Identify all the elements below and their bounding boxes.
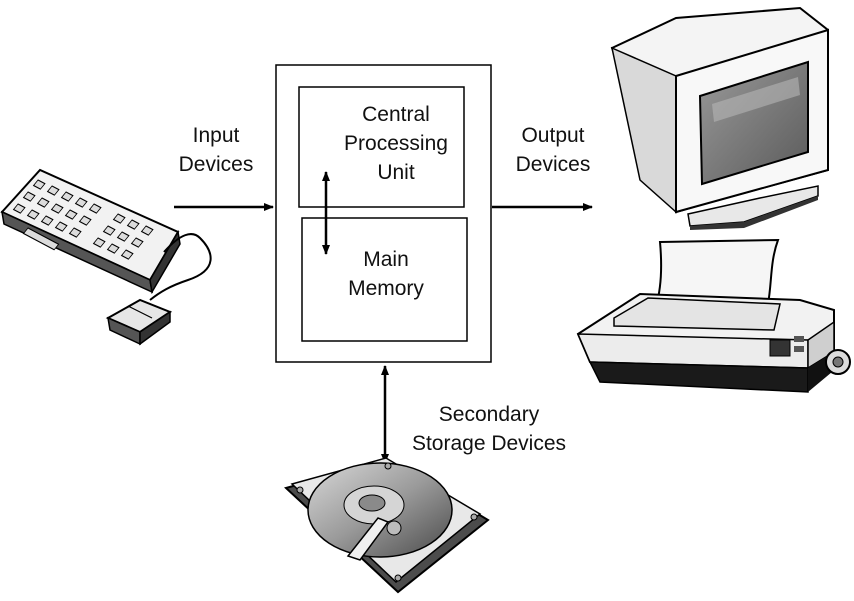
secondary-label-line-2: Storage Devices bbox=[411, 432, 567, 455]
keyboard-icon bbox=[0, 168, 212, 301]
main-memory-label: Main Memory bbox=[330, 245, 442, 303]
secondary-label-line-1: Secondary bbox=[438, 403, 540, 426]
cpu-label-line-3: Unit bbox=[377, 161, 415, 184]
input-label-line-2: Devices bbox=[178, 153, 254, 176]
mouse-icon bbox=[105, 298, 173, 346]
output-label-line-2: Devices bbox=[515, 153, 591, 176]
output-label-line-1: Output bbox=[521, 124, 585, 147]
memory-label-line-2: Memory bbox=[348, 277, 424, 300]
hard-disk-icon bbox=[284, 457, 490, 594]
printer-icon bbox=[576, 238, 851, 393]
secondary-storage-label: Secondary Storage Devices bbox=[398, 400, 580, 458]
cpu-label-line-2: Processing bbox=[344, 132, 448, 155]
monitor-icon bbox=[610, 6, 829, 230]
cpu-label: Central Processing Unit bbox=[328, 100, 464, 187]
output-devices-label: Output Devices bbox=[503, 121, 603, 179]
input-devices-label: Input Devices bbox=[168, 121, 264, 179]
memory-label-line-1: Main bbox=[363, 248, 409, 271]
input-label-line-1: Input bbox=[192, 124, 240, 147]
cpu-label-line-1: Central bbox=[362, 103, 430, 126]
